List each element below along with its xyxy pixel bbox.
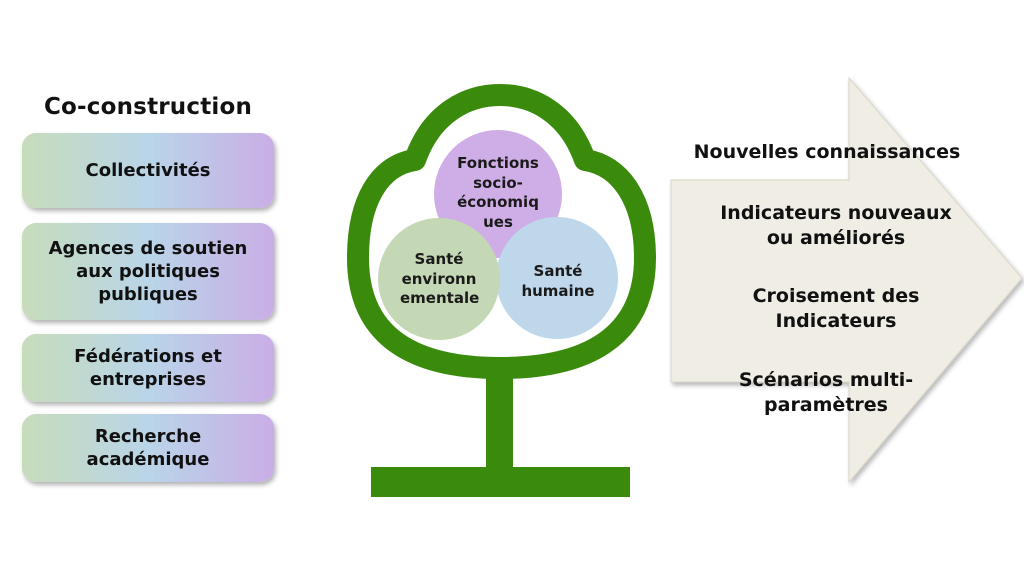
tree-trunk [486, 370, 513, 470]
stakeholder-label: Collectivités [85, 159, 211, 181]
output-item-croisement: Croisement des Indicateurs [752, 285, 920, 333]
stakeholder-box-recherche: Recherche académique [22, 414, 274, 482]
output-arrow [670, 76, 1023, 484]
circle-label-socio-economic: Fonctions socio-économiq ues [457, 154, 539, 231]
circle-label-environmental-health: Santé environn ementale [400, 250, 480, 307]
circle-label-human-health: Santé humaine [521, 262, 595, 300]
circle-environmental-health [378, 218, 500, 340]
stakeholder-box-federations: Fédérations et entreprises [22, 334, 274, 402]
output-item-nouvelles-connaissances: Nouvelles connaissances [693, 141, 961, 163]
stakeholder-label: Fédérations et entreprises [74, 345, 222, 390]
stakeholder-box-agences: Agences de soutien aux politiques publiq… [22, 223, 274, 320]
stakeholder-label: Agences de soutien aux politiques publiq… [48, 237, 248, 306]
circle-human-health [496, 217, 618, 339]
output-item-scenarios: Scénarios multi-paramètres [738, 369, 914, 417]
stakeholder-label: Recherche académique [86, 425, 210, 470]
co-construction-title: Co-construction [43, 94, 253, 120]
stakeholder-box-collectivites: Collectivités [22, 133, 274, 208]
tree-base [371, 467, 630, 497]
output-item-indicateurs-nouveaux: Indicateurs nouveaux ou améliorés [720, 202, 952, 250]
